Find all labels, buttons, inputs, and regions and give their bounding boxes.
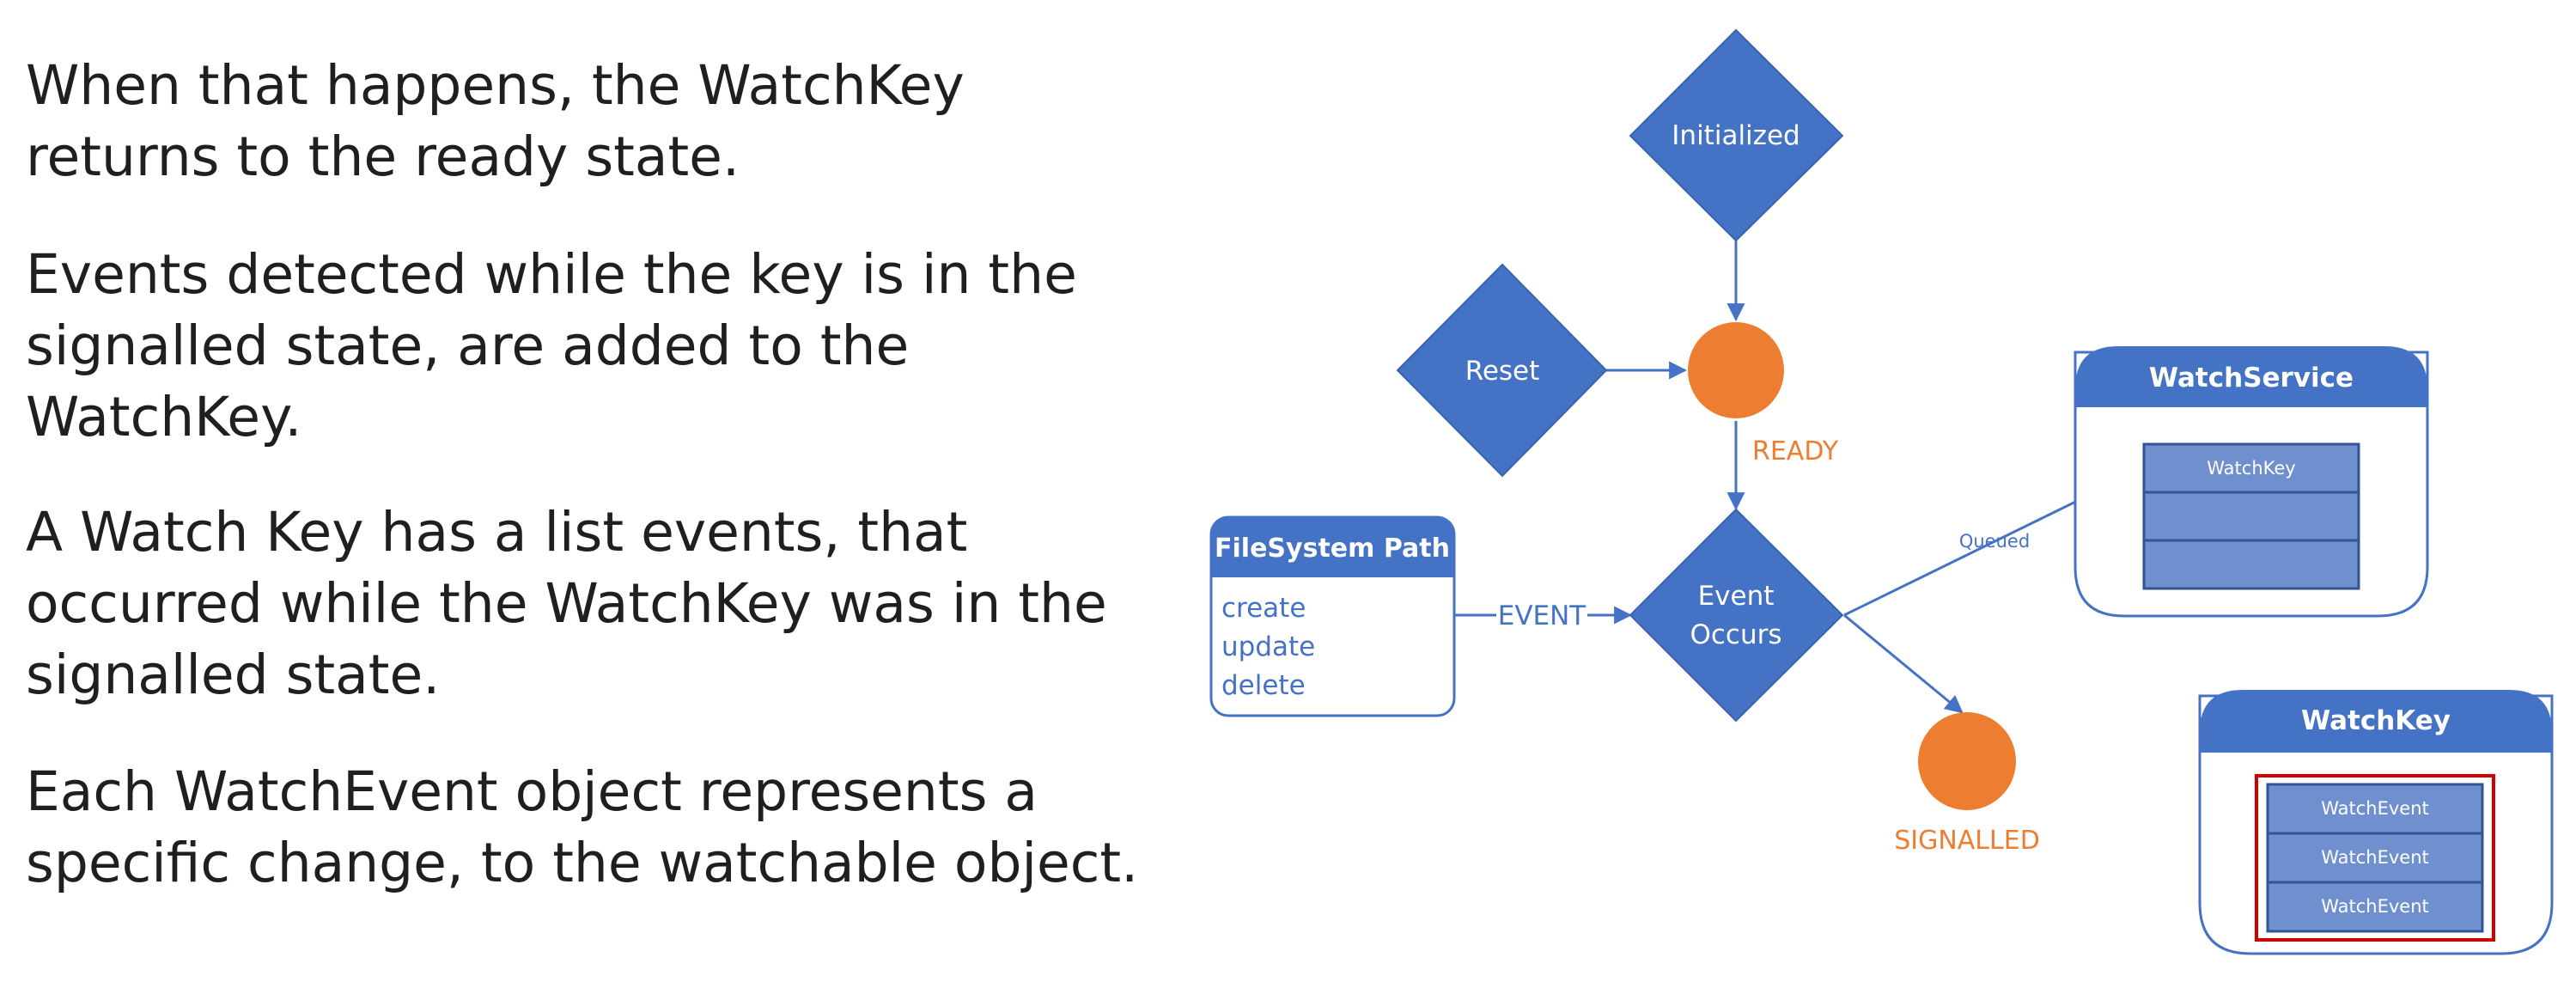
watchservice-header	[2075, 346, 2427, 407]
paragraph-line: signalled state.	[26, 643, 441, 706]
signalled-state: SIGNALLED	[1894, 712, 2040, 856]
filesystem-path-box: FileSystem Path create update delete	[1209, 515, 1456, 717]
watchservice-title: WatchService	[2149, 363, 2354, 393]
ready-circle	[1688, 322, 1784, 418]
watchkey-title: WatchKey	[2301, 705, 2451, 736]
ready-state: READY	[1688, 322, 1839, 467]
watchevent-row-label: WatchEvent	[2321, 798, 2429, 819]
reset-node: Reset	[1396, 263, 1608, 478]
queued-edge-label: Queued	[1959, 531, 2030, 552]
initialized-diamond	[1629, 28, 1844, 242]
watchevent-row	[2266, 832, 2484, 884]
watchevent-row	[2266, 881, 2484, 933]
event-occurs-diamond	[1629, 508, 1844, 723]
event-occurs-label-line-1: Event	[1698, 581, 1775, 612]
reset-label: Reset	[1465, 356, 1540, 387]
filesystem-path-item-create: create	[1221, 593, 1306, 624]
watchevent-highlight-frame	[2255, 774, 2495, 942]
event-occurs-node: Event Occurs	[1629, 508, 1844, 723]
ready-label: READY	[1752, 436, 1839, 467]
paragraph-line: signalled state, are added to the	[26, 314, 910, 377]
filesystem-path-item-update: update	[1221, 631, 1315, 662]
paragraph-1: When that happens, the WatchKey returns …	[26, 50, 965, 192]
initialized-label: Initialized	[1672, 120, 1800, 151]
watchservice-row-label: WatchKey	[2207, 458, 2295, 479]
paragraph-line: Events detected while the key is in the	[26, 243, 1077, 306]
watchkey-header	[2200, 690, 2552, 753]
watchevent-row-label: WatchEvent	[2321, 847, 2429, 868]
signalled-label: SIGNALLED	[1894, 826, 2040, 856]
paragraph-line: returns to the ready state.	[26, 125, 740, 188]
paragraph-line: WatchKey.	[26, 386, 302, 448]
watchservice-box: WatchService WatchKey	[2074, 346, 2429, 618]
paragraph-3: A Watch Key has a list events, that occu…	[26, 497, 1107, 710]
paragraph-line: occurred while the WatchKey was in the	[26, 572, 1107, 635]
reset-diamond	[1396, 263, 1608, 478]
paragraph-line: A Watch Key has a list events, that	[26, 501, 968, 564]
paragraph-4: Each WatchEvent object represents a spec…	[26, 756, 1138, 899]
watchservice-row	[2142, 491, 2360, 542]
filesystem-path-header	[1211, 517, 1454, 577]
event-to-signalled-arrow	[1843, 613, 1964, 714]
signalled-circle	[1918, 712, 2016, 810]
initialized-node: Initialized	[1629, 28, 1844, 242]
watchservice-row	[2142, 442, 2360, 494]
event-edge-label: EVENT	[1498, 601, 1587, 631]
paragraph-line: specific change, to the watchable object…	[26, 832, 1139, 894]
filesystem-path-title: FileSystem Path	[1215, 534, 1450, 564]
event-occurs-label-line-2: Occurs	[1690, 619, 1781, 650]
filesystem-path-item-delete: delete	[1221, 670, 1306, 701]
watchservice-row	[2142, 539, 2360, 590]
paragraph-line: When that happens, the WatchKey	[26, 54, 965, 117]
paragraph-line: Each WatchEvent object represents a	[26, 760, 1038, 823]
watchevent-row-label: WatchEvent	[2321, 896, 2429, 917]
paragraph-2: Events detected while the key is in the …	[26, 239, 1077, 453]
watchkey-box: WatchKey WatchEvent WatchEvent WatchEven…	[2198, 690, 2554, 955]
